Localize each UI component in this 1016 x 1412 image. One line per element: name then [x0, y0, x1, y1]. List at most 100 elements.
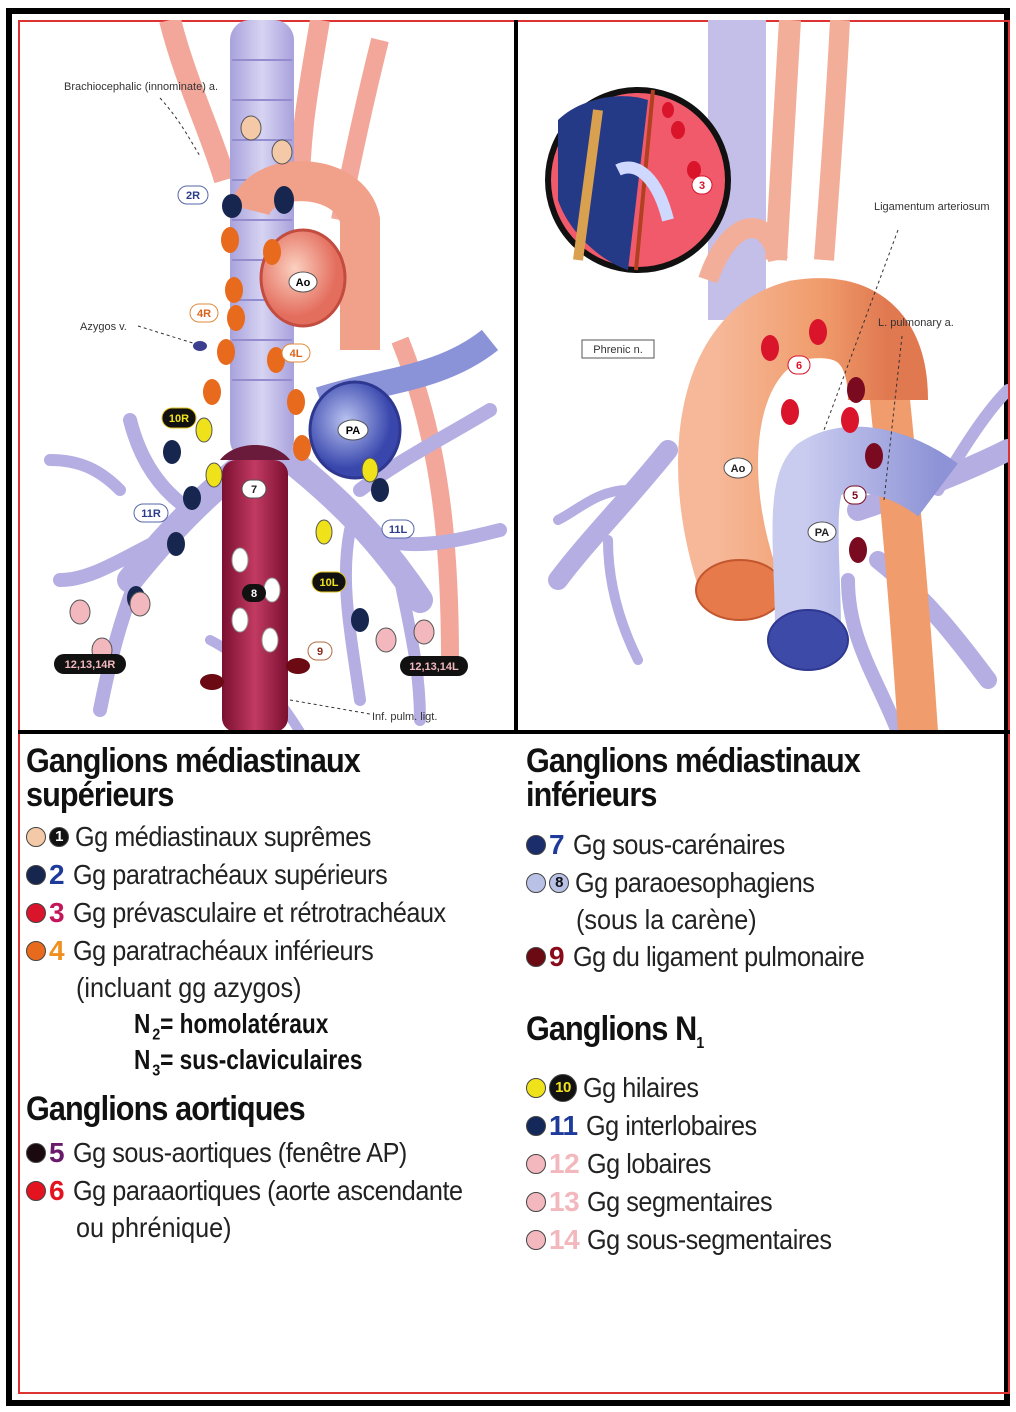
legend-item-3-text: Gg prévasculaire et rétrotrachéaux [73, 897, 446, 929]
tag-9: 9 [317, 646, 323, 658]
node-station-8 [264, 578, 280, 602]
node-station-12-14 [414, 620, 434, 644]
label-inf-pulm-ligt: Inf. pulm. ligt. [372, 711, 437, 723]
legend-item-13-text: Gg segmentaires [587, 1186, 772, 1218]
legend-item-9-text: Gg du ligament pulmonaire [573, 941, 864, 973]
node-station-8 [232, 608, 248, 632]
legend-item-12: 12 Gg lobaires [526, 1145, 1004, 1183]
station-11-number: 11 [549, 1110, 578, 1142]
legend-item-4-text: Gg paratrachéaux inférieurs [73, 935, 373, 967]
station-3-number: 3 [49, 897, 65, 929]
legend-item-2: 2 Gg paratrachéaux supérieurs [26, 856, 506, 894]
leader-azygos [138, 326, 196, 344]
node-station-4 [287, 389, 305, 415]
tag-2r: 2R [186, 190, 200, 202]
legend-item-5: 5 Gg sous-aortiques (fenêtre AP) [26, 1134, 506, 1172]
tag-12l: 12,13,14L [409, 661, 459, 673]
station-1-swatch [26, 827, 46, 847]
tag-5: 5 [852, 490, 858, 502]
node-station-10 [316, 520, 332, 544]
aortopulmonary-window-view: Ao PA 3 Phrenic n. 6 5 Ligamentum arteri… [518, 20, 1008, 732]
n1-title: Ganglions N1 [526, 1012, 956, 1061]
legend-item-4-continuation: (incluant gg azygos) [26, 970, 506, 1006]
node-station-11 [183, 486, 201, 510]
legend-item-12-text: Gg lobaires [587, 1148, 711, 1180]
node-station-1 [241, 116, 261, 140]
aortic-title: Ganglions aortiques [26, 1092, 458, 1126]
node-station-4 [263, 239, 281, 265]
legend-item-11-text: Gg interlobaires [586, 1110, 757, 1142]
node-station-4 [217, 339, 235, 365]
legend-item-7: 7 Gg sous-carénaires [526, 826, 1004, 864]
station-14-number: 14 [549, 1224, 579, 1256]
station-9-number: 9 [549, 941, 565, 973]
station-13-number: 13 [549, 1186, 579, 1218]
mediastinal-anatomy-front-view: Ao PA [20, 20, 514, 732]
node-station-2 [274, 186, 294, 214]
pulmonary-trunk-opening [768, 610, 848, 670]
legend-item-6-text: Gg paraaortiques (aorte ascendante [73, 1175, 463, 1207]
legend-right-column: Ganglions médiastinaux inférieurs 7 Gg s… [526, 744, 1004, 1259]
station-1-number-badge: 1 [49, 827, 69, 847]
station-12-swatch [526, 1154, 546, 1174]
ascending-aorta-opening [696, 560, 784, 620]
tag-3: 3 [699, 180, 705, 192]
superior-title-line1: Ganglions médiastinaux [26, 744, 458, 778]
tag-10r: 10R [169, 413, 189, 425]
node-station-4 [293, 435, 311, 461]
node-station-4 [227, 305, 245, 331]
inferior-title-line1: Ganglions médiastinaux [526, 744, 956, 778]
left-subclavian-artery [824, 20, 840, 260]
node-station-6 [841, 407, 859, 433]
station-11-swatch [526, 1116, 546, 1136]
node-station-4 [225, 277, 243, 303]
tag-12r: 12,13,14R [65, 659, 116, 671]
legend-item-10-text: Gg hilaires [583, 1072, 699, 1104]
station-6-number: 6 [49, 1175, 65, 1207]
station-6-swatch [26, 1181, 46, 1201]
legend-item-7-text: Gg sous-carénaires [573, 829, 785, 861]
azygos-vein [193, 341, 207, 351]
horizontal-divider [18, 730, 1010, 734]
station-12-number: 12 [549, 1148, 579, 1180]
legend-item-11: 11 Gg interlobaires [526, 1107, 1004, 1145]
station-4-swatch [26, 941, 46, 961]
tag-6: 6 [796, 360, 802, 372]
node-station-12-14 [376, 628, 396, 652]
legend-item-6-continuation: ou phrénique) [26, 1210, 506, 1246]
label-azygos: Azygos v. [80, 321, 127, 333]
inferior-title-line2: inférieurs [526, 778, 956, 812]
node-station-11 [163, 440, 181, 464]
legend-item-3: 3 Gg prévasculaire et rétrotrachéaux [26, 894, 506, 932]
label-phrenic: Phrenic n. [593, 344, 643, 356]
node-station-12-14 [130, 592, 150, 616]
node-station-6 [809, 319, 827, 345]
tag-7: 7 [251, 484, 257, 496]
node-station-4 [221, 227, 239, 253]
tag-8: 8 [251, 588, 257, 600]
label-brachiocephalic: Brachiocephalic (innominate) a. [64, 81, 218, 93]
node-station-9 [200, 674, 224, 690]
legend-item-1: 1 Gg médiastinaux suprêmes [26, 818, 506, 856]
node-station-8 [232, 548, 248, 572]
node-station-9 [286, 658, 310, 674]
legend-item-4: 4 Gg paratrachéaux inférieurs [26, 932, 506, 970]
legend-item-6: 6 Gg paraaortiques (aorte ascendante [26, 1172, 506, 1210]
legend-item-14-text: Gg sous-segmentaires [587, 1224, 832, 1256]
node-station-12-14 [70, 600, 90, 624]
node-station-6 [761, 335, 779, 361]
tag-11l: 11L [389, 524, 408, 536]
station-10-number-badge: 10 [549, 1074, 577, 1102]
tag-11r: 11R [141, 508, 161, 520]
superior-title-line2: supérieurs [26, 778, 458, 812]
node-station-6 [781, 399, 799, 425]
station-13-swatch [526, 1192, 546, 1212]
pa-label: PA [346, 425, 361, 437]
node-station-11 [371, 478, 389, 502]
node-station-8 [262, 628, 278, 652]
node-station-5 [847, 377, 865, 403]
legend-item-1-text: Gg médiastinaux suprêmes [75, 821, 371, 853]
node-station-5 [849, 537, 867, 563]
